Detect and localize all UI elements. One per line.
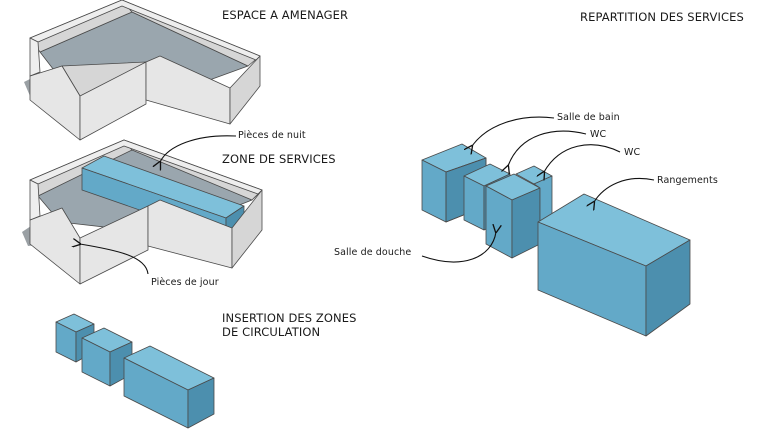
heading-insertion-line2: DE CIRCULATION bbox=[222, 325, 321, 339]
block-rangements-side bbox=[645, 239, 691, 337]
wall-top-left bbox=[29, 179, 41, 221]
heading-repartition: REPARTITION DES SERVICES bbox=[580, 10, 744, 24]
arrow-pieces-jour bbox=[80, 244, 149, 275]
arrow-wc-1 bbox=[508, 130, 587, 166]
arrow-pieces-nuit bbox=[160, 135, 237, 162]
floorplan-services bbox=[22, 139, 263, 285]
heading-espace: ESPACE A AMENAGER bbox=[222, 8, 349, 22]
wall-top-left bbox=[29, 37, 41, 77]
block-c-side bbox=[187, 377, 215, 429]
label-salle-douche: Salle de douche bbox=[334, 247, 412, 258]
arrow-rangements bbox=[594, 177, 655, 202]
block-wc-1-front bbox=[463, 175, 485, 231]
wall-right-end bbox=[229, 55, 261, 125]
wall-front-mid bbox=[79, 61, 147, 141]
label-salle-bain: Salle de bain bbox=[557, 112, 620, 123]
label-pieces-nuit: Pièces de nuit bbox=[238, 130, 306, 141]
label-pieces-jour: Pièces de jour bbox=[151, 277, 219, 288]
annotation-arrows bbox=[80, 116, 655, 275]
blocks-circulation bbox=[55, 313, 215, 429]
arrow-salle-douche bbox=[421, 232, 496, 263]
label-wc-1: WC bbox=[590, 129, 607, 140]
arrow-salle-bain bbox=[472, 116, 555, 146]
wall-front-mid bbox=[79, 205, 149, 285]
block-salle-douche-side bbox=[511, 187, 541, 259]
wall-right-end bbox=[231, 189, 263, 269]
label-wc-2: WC bbox=[624, 147, 641, 158]
label-rangements: Rangements bbox=[657, 175, 718, 186]
arrow-wc-2 bbox=[544, 144, 621, 172]
blocks-repartition bbox=[421, 143, 691, 337]
floorplan-espace bbox=[24, 0, 261, 141]
heading-insertion-line1: INSERTION DES ZONES bbox=[222, 311, 357, 325]
heading-zone-services: ZONE DE SERVICES bbox=[222, 152, 336, 166]
